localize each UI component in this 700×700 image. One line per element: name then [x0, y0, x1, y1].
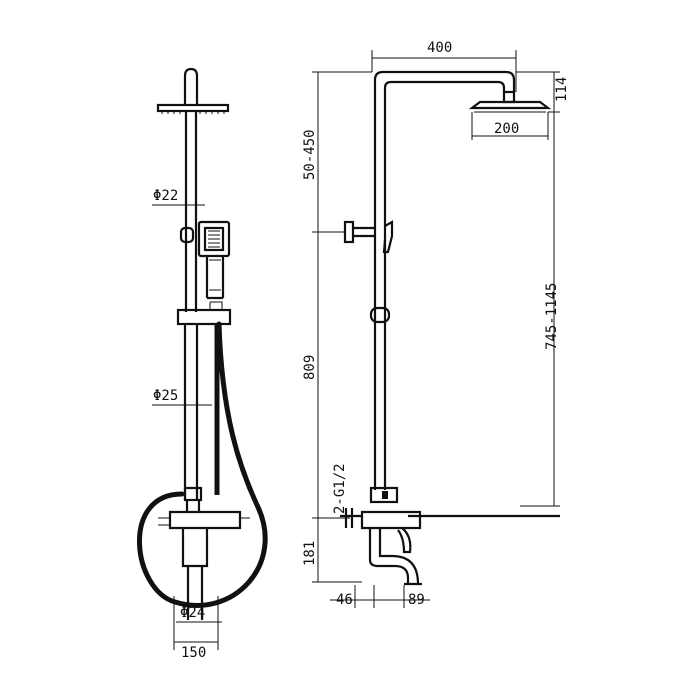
hand-shower-head: [197, 220, 231, 258]
hand-shower-face: [203, 226, 225, 252]
hand-shower-grip: [209, 259, 221, 291]
side-view: 400 114 200 745-1145 50-450 809: [302, 40, 570, 608]
offset-right-label: 89: [408, 592, 425, 608]
side-riser-arm: [373, 70, 516, 490]
base-width-label: 150: [181, 645, 206, 661]
slide-bar-diameter-label: Φ25: [153, 388, 178, 404]
side-head-connector: [502, 90, 516, 104]
side-diverter: [369, 486, 399, 504]
front-mixer-body: [168, 510, 242, 530]
riser-diameter-label: Φ22: [153, 188, 178, 204]
front-lower-pipe: [185, 500, 201, 512]
front-slide-bar: [183, 324, 199, 500]
slide-bracket-detail: [209, 301, 223, 310]
hand-shower-handle: [205, 256, 225, 300]
spout-diameter-label: Φ24: [180, 605, 205, 621]
arm-length-label: 400: [427, 40, 452, 56]
hand-shower-holder: [179, 226, 195, 244]
front-shower-head: [156, 103, 230, 113]
mixer-height-label: 181: [302, 541, 318, 566]
side-spout: [368, 528, 420, 585]
adjustment-range-label: 50-450: [302, 129, 318, 180]
offset-left-label: 46: [336, 592, 353, 608]
riser-top-cap: [183, 67, 199, 105]
slide-bracket: [176, 308, 232, 326]
front-spout-pipe: [186, 566, 204, 620]
side-riser-arm-inner: [383, 80, 506, 490]
side-holder-arm: [353, 226, 375, 238]
front-diverter: [183, 486, 203, 502]
side-hand-shower: [382, 220, 394, 254]
arm-length-extension-lines: [371, 50, 517, 92]
front-view: Φ22 Φ25 Φ24 150: [137, 67, 268, 661]
head-diameter-label: 200: [494, 121, 519, 137]
total-range-label: 745-1145: [544, 283, 560, 350]
front-mixer-lever: [181, 528, 209, 568]
hand-shower-face-grid: [208, 230, 220, 248]
bottom-offset-extension-lines: [354, 585, 405, 608]
adjustment-range-extension-lines: [312, 71, 372, 233]
front-riser-pipe: [184, 111, 198, 312]
head-diameter-extension-lines: [471, 112, 549, 140]
side-slide-bracket: [369, 306, 391, 324]
base-width-extension-lines: [173, 596, 219, 650]
side-wall-inlet: [340, 508, 362, 528]
side-diverter-knob: [382, 491, 388, 499]
side-shower-head: [468, 100, 552, 110]
hose-loop: [137, 321, 268, 608]
head-height-label: 114: [554, 77, 570, 102]
front-mixer-detail: [158, 517, 250, 526]
inlet-thread-label: 2-G1/2: [332, 463, 348, 514]
side-mixer-lever: [397, 527, 412, 554]
side-mixer-body: [360, 510, 422, 530]
slide-height-label: 809: [302, 355, 318, 380]
side-holder-flange: [343, 220, 355, 244]
